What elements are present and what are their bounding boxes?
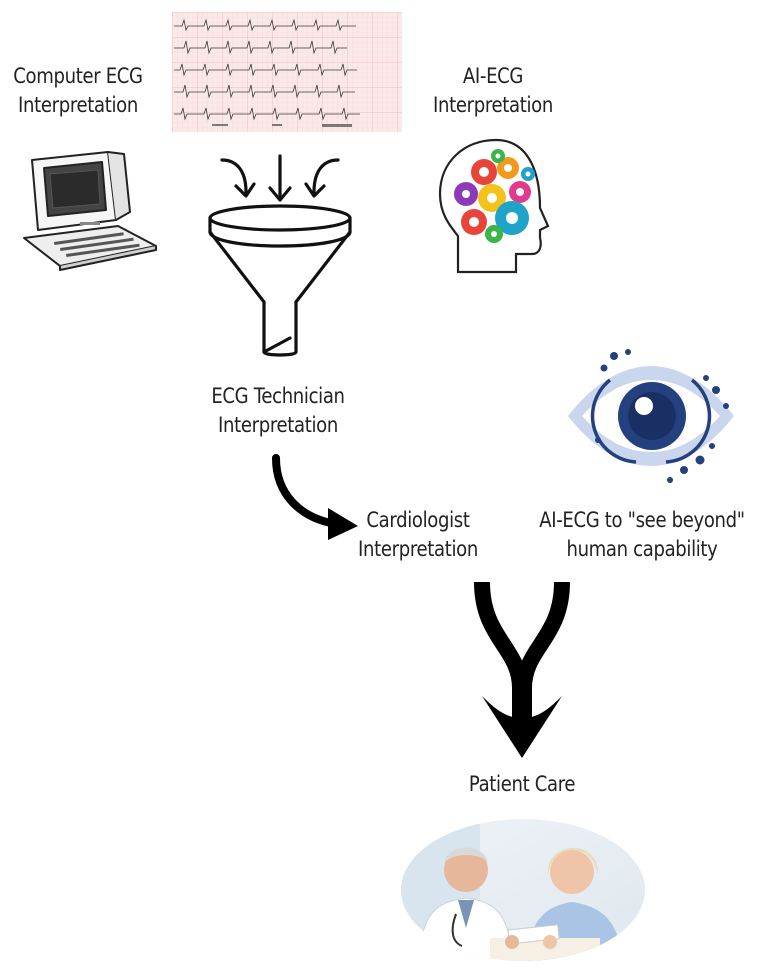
doctor-patient-photo (401, 819, 645, 961)
ecg-strip-image (172, 12, 402, 132)
funnel-icon (208, 154, 352, 357)
patient-care-label: Patient Care (468, 772, 576, 796)
merge-arrow (474, 581, 570, 758)
eye-icon (568, 349, 734, 483)
brain-gears-icon (438, 138, 550, 274)
curved-arrow (272, 454, 358, 540)
computer-icon (23, 151, 157, 271)
see-beyond-label: AI-ECG to "see beyond"human capability (539, 508, 745, 561)
